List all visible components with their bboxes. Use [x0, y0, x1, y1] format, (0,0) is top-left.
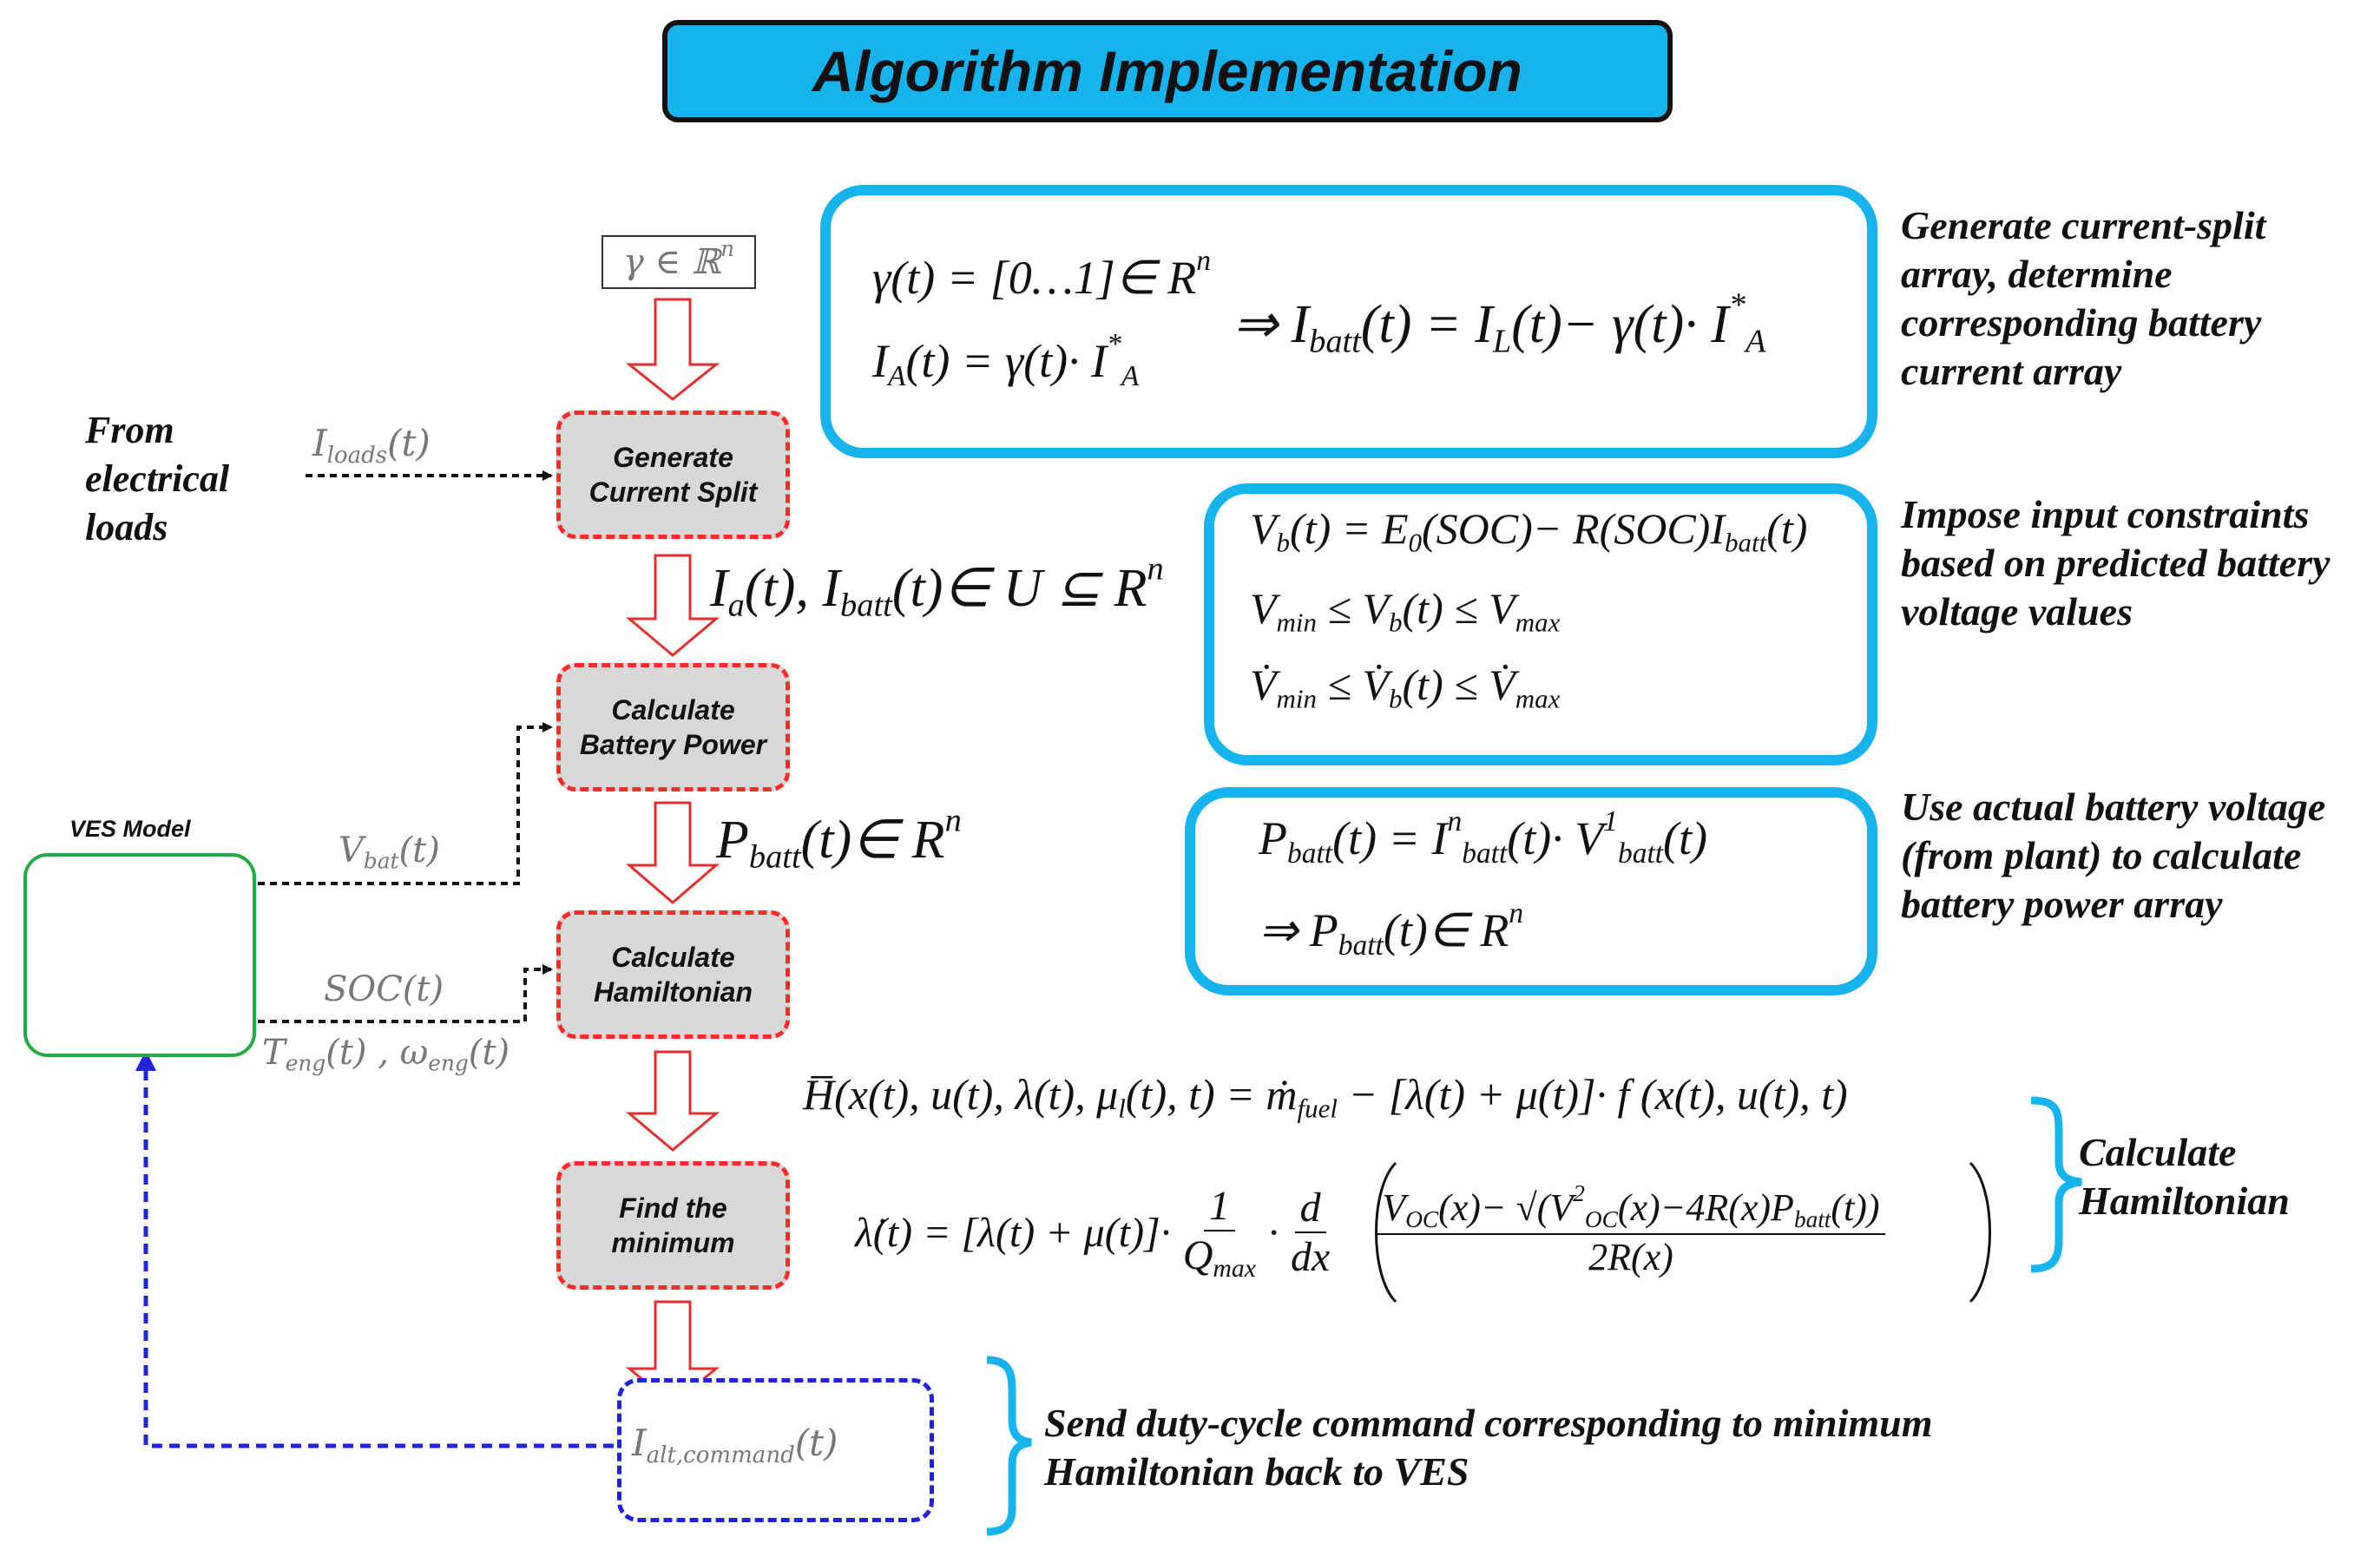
ia-ibatt-label: Ia(t), Ibatt(t)∈ U ⊆ Rn — [710, 550, 1164, 624]
paren-left — [1375, 1161, 1397, 1304]
eq-vb: Vb(t) = E0(SOC)− R(SOC)Ibatt(t) — [1250, 504, 1808, 558]
eq-hamiltonian: H̅(x(t), u(t), λ(t), μl(t), t) = ṁfuel −… — [803, 1070, 1848, 1124]
eq-vdot-min-max: V̇min ≤ V̇b(t) ≤ V̇max — [1250, 660, 1561, 714]
eq-ibatt-result: ⇒ Ibatt(t) = IL(t)− γ(t)· I*A — [1233, 286, 1766, 360]
t-eng-w-eng-label: Teng(t) , ωeng(t) — [262, 1033, 510, 1076]
flow-arrow-1 — [625, 298, 720, 401]
alt-command-box — [617, 1378, 934, 1522]
ves-model-box — [23, 853, 256, 1057]
step-calculate-battery-power: Calculate Battery Power — [556, 663, 790, 791]
soc-connector — [258, 964, 553, 1023]
eq-pbatt-array: ⇒ Pbatt(t)∈ Rn — [1259, 897, 1524, 962]
i-loads-label: Iloads(t) — [312, 422, 431, 469]
desc-battery-power: Use actual battery voltage (from plant) … — [1901, 785, 2326, 926]
desc-hamiltonian: Calculate Hamiltonian — [2079, 1130, 2290, 1223]
i-alt-command-label: Ialt,command(t) — [632, 1422, 838, 1468]
gamma-space-label: γ ∈ ℝn — [622, 236, 735, 282]
flow-arrow-2 — [625, 554, 720, 657]
pbatt-label: Pbatt(t)∈ Rn — [716, 802, 962, 876]
step-find-minimum: Find the minimum — [556, 1161, 790, 1290]
gamma-input-box: γ ∈ ℝn — [602, 235, 756, 289]
from-loads-label: From electrical loads — [85, 409, 230, 548]
desc-input-constraints: Impose input constraints based on predic… — [1901, 492, 2331, 634]
eq-pbatt-product: Pbatt(t) = Inbatt(t)· V1batt(t) — [1259, 805, 1708, 870]
soc-label: SOC(t) — [324, 969, 444, 1009]
desc-current-split: Generate current-split array, determine … — [1901, 203, 2266, 393]
flow-arrow-4 — [625, 1050, 720, 1152]
command-brace — [986, 1356, 1032, 1536]
eq-vmin-vmax: Vmin ≤ Vb(t) ≤ Vmax — [1250, 584, 1561, 638]
current-split-equations-box — [820, 185, 1877, 458]
paren-right — [1969, 1161, 1991, 1304]
step-generate-current-split: Generate Current Split — [556, 410, 790, 539]
desc-send-command: Send duty-cycle command corresponding to… — [1044, 1401, 1933, 1494]
battery-power-box — [1185, 787, 1877, 995]
v-bat-label: Vbat(t) — [339, 831, 440, 874]
step-calculate-hamiltonian: Calculate Hamiltonian — [556, 910, 790, 1039]
page-title: Algorithm Implementation — [812, 39, 1522, 103]
hamiltonian-brace — [2030, 1096, 2082, 1273]
title-banner: Algorithm Implementation — [662, 20, 1673, 122]
eq-gamma-range: γ(t) = [0…1]∈ Rn — [872, 245, 1211, 304]
flow-arrow-3 — [625, 801, 720, 904]
input-connectors — [258, 470, 553, 1023]
ves-model-label: VES Model — [69, 816, 191, 842]
eq-ia-split: IA(t) = γ(t)· I*A — [872, 328, 1140, 393]
voltage-constraints-box — [1204, 483, 1877, 765]
